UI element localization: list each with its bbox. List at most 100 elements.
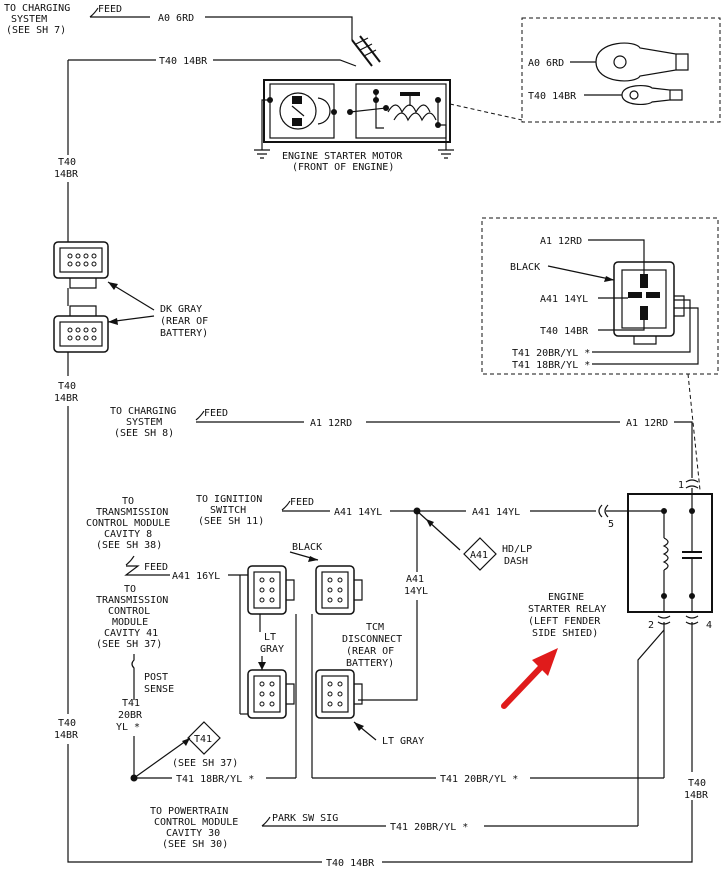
detail-a0-6rd-label: A0 6RD <box>528 58 564 69</box>
relay-title-line4: SIDE SHIED) <box>532 628 598 639</box>
detail-t41-18bryl-label: T41 18BR/YL * <box>512 360 590 371</box>
tcm-cav8-line4: CAVITY 8 <box>104 529 152 540</box>
tcm-cav8-line2: TRANSMISSION <box>96 507 168 518</box>
starter-motor-label-line1: ENGINE STARTER MOTOR <box>282 151 403 162</box>
tcm-disconnect-line4: BATTERY) <box>346 658 394 669</box>
a41-diamond <box>463 537 497 571</box>
engine-starter-relay-symbol <box>627 493 713 613</box>
relay-pin5-label: 5 <box>608 519 614 530</box>
detail-t40-14br-label-2: T40 14BR <box>540 326 589 337</box>
to-charging-sh8-line1: TO CHARGING <box>110 406 176 417</box>
dk-gray-label-line2: (REAR OF <box>160 316 208 327</box>
tcm-cav8-line5: (SEE SH 38) <box>96 540 162 551</box>
feed-label-tcm: FEED <box>144 562 168 573</box>
detail-a41-14yl-label: A41 14YL <box>540 294 588 305</box>
a1-12rd-left-label: A1 12RD <box>310 418 352 429</box>
to-charging-sh8-line2: SYSTEM <box>126 417 162 428</box>
tcm-disconnect-line3: (REAR OF <box>346 646 394 657</box>
t40-left-label-1: T40 <box>58 157 76 168</box>
post-sense-line2: SENSE <box>144 684 174 695</box>
dk-gray-label-line3: BATTERY) <box>160 328 208 339</box>
t41-vertical-line3: YL * <box>116 722 140 733</box>
a41-16yl-label: A41 16YL <box>172 571 220 582</box>
14br-left-label-1: 14BR <box>54 169 79 180</box>
see-sh37-label: (SEE SH 37) <box>172 758 238 769</box>
t41-diamond-label: T41 <box>194 734 212 745</box>
park-sw-sig-label: PARK SW SIG <box>272 813 338 824</box>
pcm-line4: (SEE SH 30) <box>162 839 228 850</box>
a1-12rd-right-label: A1 12RD <box>626 418 668 429</box>
relay-pin1-label: 1 <box>678 480 684 491</box>
relay-pin4-label: 4 <box>706 620 712 631</box>
detail-t41-20bryl-label: T41 20BR/YL * <box>512 348 590 359</box>
tcm-cav41-line1: TO <box>124 584 136 595</box>
pcm-line3: CAVITY 30 <box>166 828 220 839</box>
14yl-vertical-label: 14YL <box>404 586 428 597</box>
tcm-disconnect-line2: DISCONNECT <box>342 634 402 645</box>
to-charging-sh7-line2: SYSTEM <box>11 14 47 25</box>
t40-left-label-3: T40 <box>58 718 76 729</box>
tcm-cav41-line6: (SEE SH 37) <box>96 639 162 650</box>
a0-6rd-label: A0 6RD <box>158 13 194 24</box>
relay-connector-icon <box>613 261 685 345</box>
to-ignition-line3: (SEE SH 11) <box>198 516 264 527</box>
t40-right-label: T40 <box>688 778 706 789</box>
tcm-cav8-line1: TO <box>122 496 134 507</box>
dk-gray-label-line1: DK GRAY <box>160 304 202 315</box>
feed-label-ignition: FEED <box>290 497 314 508</box>
14br-right-label: 14BR <box>684 790 709 801</box>
tcm-cav8-line3: CONTROL MODULE <box>86 518 170 529</box>
pcm-line2: CONTROL MODULE <box>154 817 238 828</box>
ground-symbol-right <box>438 124 454 159</box>
lt-gray-right-label: LT GRAY <box>382 736 424 747</box>
tcm-connector-ltgray-right <box>315 669 363 719</box>
a41-14yl-left-label: A41 14YL <box>334 507 382 518</box>
t40-14br-top-label: T40 14BR <box>159 56 208 67</box>
lt-gray-left-line1: LT <box>264 632 276 643</box>
a41-diamond-label: A41 <box>470 550 488 561</box>
a41-vertical-label: A41 <box>406 574 424 585</box>
tcm-connector-black-top <box>247 565 295 615</box>
black-connector-label: BLACK <box>292 542 322 553</box>
post-sense-line1: POST <box>144 672 168 683</box>
starter-motor-symbol <box>263 79 451 143</box>
tcm-cav41-line2: TRANSMISSION <box>96 595 168 606</box>
feed-label-sh8: FEED <box>204 408 228 419</box>
dk-gray-connector-bottom <box>53 305 109 353</box>
relay-title-line1: ENGINE <box>548 592 584 603</box>
14br-left-label-3: 14BR <box>54 730 79 741</box>
ring-terminal-small-icon <box>621 84 683 106</box>
detail-t40-14br-label: T40 14BR <box>528 91 577 102</box>
t41-vertical-line2: 20BR <box>118 710 143 721</box>
ground-symbol-left <box>254 99 270 159</box>
14br-left-label-2: 14BR <box>54 393 79 404</box>
to-ignition-line1: TO IGNITION <box>196 494 262 505</box>
terminal-detail-box <box>521 17 721 123</box>
to-charging-sh7-line1: TO CHARGING <box>4 3 70 14</box>
t41-18bryl-label: T41 18BR/YL * <box>176 774 254 785</box>
feed-label-top: FEED <box>98 4 122 15</box>
t40-left-label-2: T40 <box>58 381 76 392</box>
tcm-cav41-line4: MODULE <box>112 617 148 628</box>
to-charging-sh7-line3: (SEE SH 7) <box>6 25 66 36</box>
relay-pin2-label: 2 <box>648 620 654 631</box>
starter-motor-label-line2: (FRONT OF ENGINE) <box>292 162 394 173</box>
dk-gray-connector-top <box>53 241 109 289</box>
tcm-disconnect-line1: TCM <box>366 622 384 633</box>
t41-20bryl-middle-label: T41 20BR/YL * <box>440 774 518 785</box>
tcm-connector-black-right <box>315 565 363 615</box>
t41-vertical-line1: T41 <box>122 698 140 709</box>
relay-title-line2: STARTER RELAY <box>528 604 606 615</box>
to-ignition-line2: SWITCH <box>210 505 246 516</box>
lt-gray-left-line2: GRAY <box>260 644 284 655</box>
detail-black-label: BLACK <box>510 262 540 273</box>
a41-14yl-right-label: A41 14YL <box>472 507 520 518</box>
ring-terminal-large-icon <box>595 42 689 82</box>
to-charging-sh8-line3: (SEE SH 8) <box>114 428 174 439</box>
relay-title-line3: (LEFT FENDER <box>528 616 601 627</box>
detail-a1-12rd-label: A1 12RD <box>540 236 582 247</box>
battery-cable-band <box>351 35 381 67</box>
t40-14br-bottom-label: T40 14BR <box>326 858 375 869</box>
